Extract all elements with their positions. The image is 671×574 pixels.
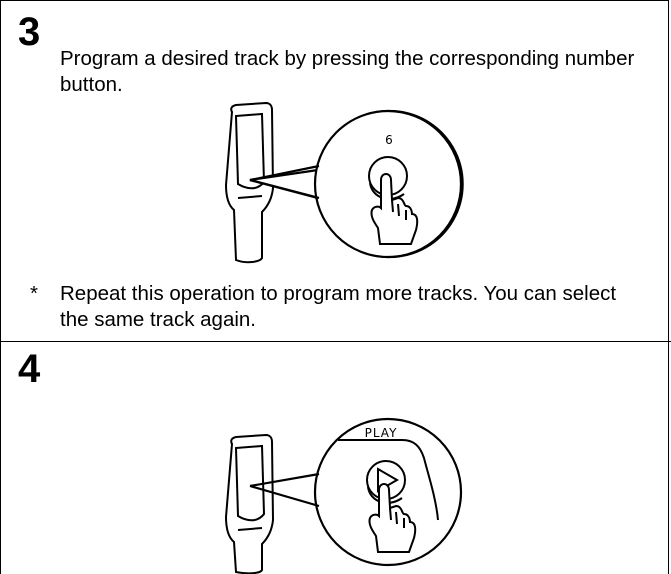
step-3-note: Repeat this operation to program more tr…: [60, 282, 617, 331]
step-4-number: 4: [18, 347, 41, 391]
step-divider: [0, 341, 671, 342]
step-3-number: 3: [18, 10, 41, 54]
note-marker: *: [30, 282, 38, 305]
step-3-instruction: Program a desired track by pressing the …: [60, 47, 635, 96]
